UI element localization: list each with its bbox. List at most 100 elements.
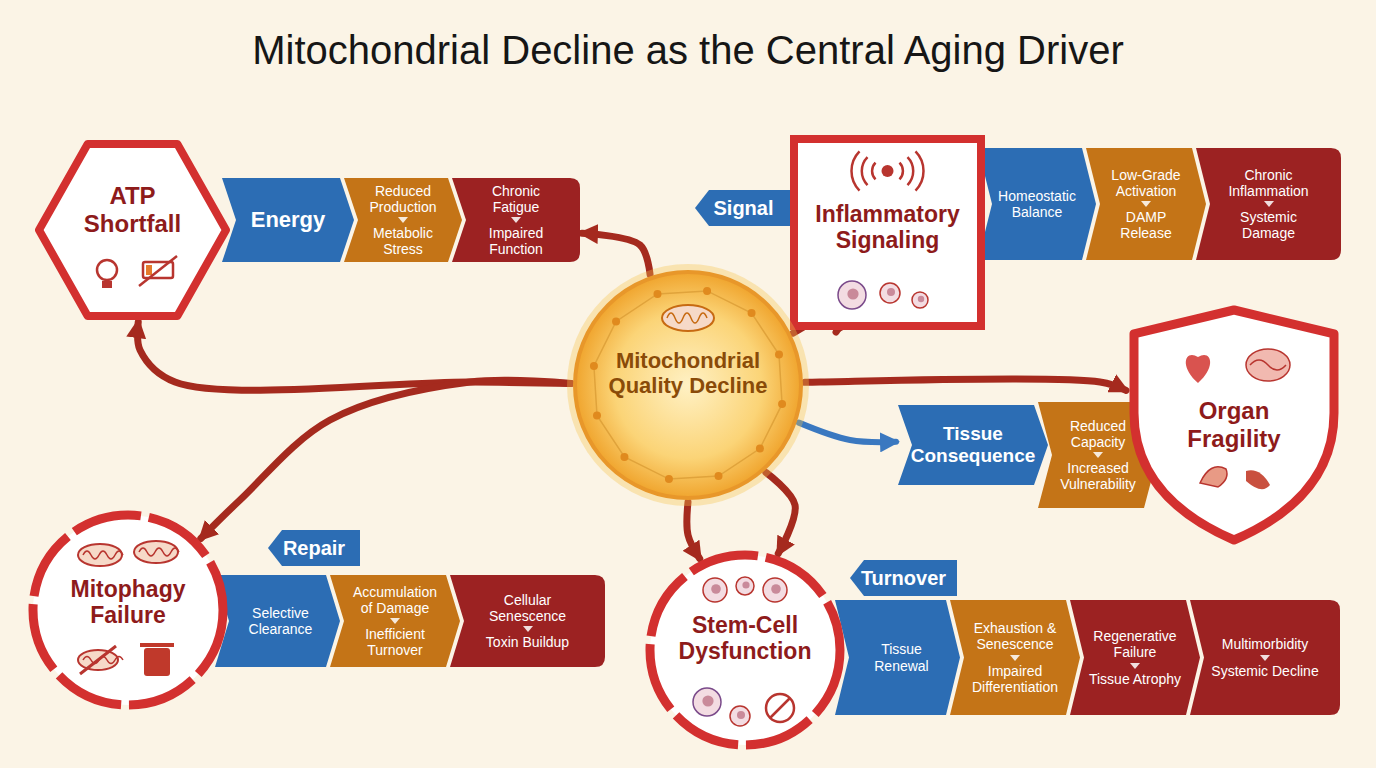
node-content: Energy: [222, 178, 354, 262]
bin-icon: [144, 648, 170, 676]
muscle-icon: [1246, 470, 1270, 489]
cell-nucleus: [702, 695, 713, 706]
lightbulb-base: [102, 281, 112, 288]
stage-text: Tissue Atrophy: [1089, 671, 1181, 687]
stage-text: Low-Grade Activation: [1104, 167, 1188, 199]
network-node: [778, 400, 786, 408]
node-content: Accumulation of DamageInefficient Turnov…: [330, 575, 460, 667]
stage-chevron: Regenerative FailureTissue Atrophy: [1070, 600, 1200, 715]
signal-wave: [908, 157, 914, 185]
step-separator: [390, 618, 400, 624]
stage-text: Systemic Damage: [1212, 209, 1325, 241]
stage-label: Signal: [713, 197, 773, 220]
stage-label: Homeostatic Balance: [996, 188, 1078, 220]
node-content: MultimorbiditySystemic Decline: [1190, 600, 1340, 715]
cell-icon: [736, 577, 754, 595]
node-content: Inflammatory Signaling: [790, 135, 985, 330]
battery-slash: [139, 256, 177, 286]
node-content: Organ Fragility: [1128, 305, 1340, 545]
node-content: Mitochondrial Quality Decline: [573, 270, 803, 500]
cristae: [139, 548, 179, 556]
cell-icon: [880, 283, 900, 303]
cristae: [83, 551, 123, 559]
hub-title: Mitochondrial Quality Decline: [607, 348, 769, 399]
node-content: Signal: [695, 190, 792, 226]
mitochondrion-icon: [134, 541, 178, 563]
cell-nucleus: [918, 296, 924, 302]
signal-wave: [872, 163, 875, 180]
core-circle: [575, 272, 801, 498]
connector-arrow: [799, 423, 896, 442]
network-node: [612, 317, 620, 325]
tag-fill: [695, 190, 792, 226]
cristae: [667, 313, 707, 323]
cell-icon: [763, 578, 787, 602]
node-content: Low-Grade ActivationDAMP Release: [1086, 148, 1206, 260]
signal-wave: [916, 151, 924, 190]
bin-lid: [140, 643, 174, 647]
cell-nucleus: [711, 584, 721, 594]
category-tag: Repair: [268, 530, 360, 566]
stage-text: Regenerative Failure: [1088, 628, 1182, 660]
chevron-fill: [222, 178, 354, 262]
hub-title: Mitophagy Failure: [50, 576, 206, 629]
hexagon-outline: [39, 144, 226, 316]
cell-nucleus: [742, 581, 749, 588]
stage-chevron: Reduced ProductionMetabolic Stress: [344, 178, 462, 262]
battery-level: [146, 265, 152, 275]
node-content: Exhaustion & SenescenceImpaired Differen…: [950, 600, 1080, 715]
step-separator: [1260, 655, 1270, 661]
network-node: [715, 472, 723, 480]
brain-fold: [1250, 360, 1286, 370]
node-content: Repair: [268, 530, 360, 566]
hub-title: Stem-Cell Dysfunction: [667, 612, 823, 665]
node-content: Turnover: [850, 560, 957, 596]
hub-circle: Stem-Cell Dysfunction: [645, 550, 845, 750]
stage-label: Turnover: [861, 567, 946, 590]
central-hub-circle: Mitochondrial Quality Decline: [573, 270, 803, 500]
network-node: [590, 362, 598, 370]
node-content: Regenerative FailureTissue Atrophy: [1070, 600, 1200, 715]
outcome-band: MultimorbiditySystemic Decline: [1190, 600, 1340, 715]
stage-label: Repair: [283, 537, 345, 560]
tag-fill: [268, 530, 360, 566]
diagram-title: Mitochondrial Decline as the Central Agi…: [0, 28, 1376, 73]
step-separator: [1264, 201, 1274, 207]
tag-fill: [850, 560, 957, 596]
connector-arrow: [582, 233, 650, 274]
network-node: [756, 445, 764, 453]
stage-text: Impaired Differentiation: [968, 663, 1062, 695]
arm-icon: [1200, 467, 1227, 487]
cell-nucleus: [887, 288, 895, 296]
mitochondrion-icon: [78, 544, 122, 566]
stage-chevron: Selective Clearance: [215, 575, 340, 667]
hub-square: Inflammatory Signaling: [790, 135, 985, 330]
outcome-band: Cellular SenescenceToxin Buildup: [450, 575, 605, 667]
cell-nucleus: [737, 711, 745, 719]
signal-dot: [882, 165, 894, 177]
node-content: Tissue Consequence: [898, 405, 1048, 485]
chevron-fill: [1086, 148, 1206, 260]
circle-outline: [33, 515, 223, 705]
stage-chevron: Tissue Consequence: [898, 405, 1048, 485]
node-content: Reduced ProductionMetabolic Stress: [344, 178, 462, 262]
blocked-slash: [770, 698, 790, 718]
hub-title: ATP Shortfall: [65, 182, 200, 237]
node-content: Cellular SenescenceToxin Buildup: [450, 575, 605, 667]
stage-text: Toxin Buildup: [486, 634, 569, 650]
node-content: Selective Clearance: [215, 575, 340, 667]
step-separator: [1010, 655, 1020, 661]
stage-chevron: Tissue Renewal: [835, 600, 960, 715]
hub-hexagon: ATP Shortfall: [35, 140, 230, 320]
hub-title: Inflammatory Signaling: [804, 201, 971, 254]
cell-icon: [693, 688, 721, 716]
stage-chevron: Energy: [222, 178, 354, 262]
step-separator: [523, 626, 533, 632]
stage-text: Systemic Decline: [1211, 663, 1318, 679]
connector-arrow: [687, 502, 700, 559]
step-separator: [398, 217, 408, 223]
category-tag: Turnover: [850, 560, 957, 596]
step-separator: [1141, 201, 1151, 207]
stage-text: Impaired Function: [468, 225, 564, 257]
hub-circle: Mitophagy Failure: [28, 510, 228, 710]
